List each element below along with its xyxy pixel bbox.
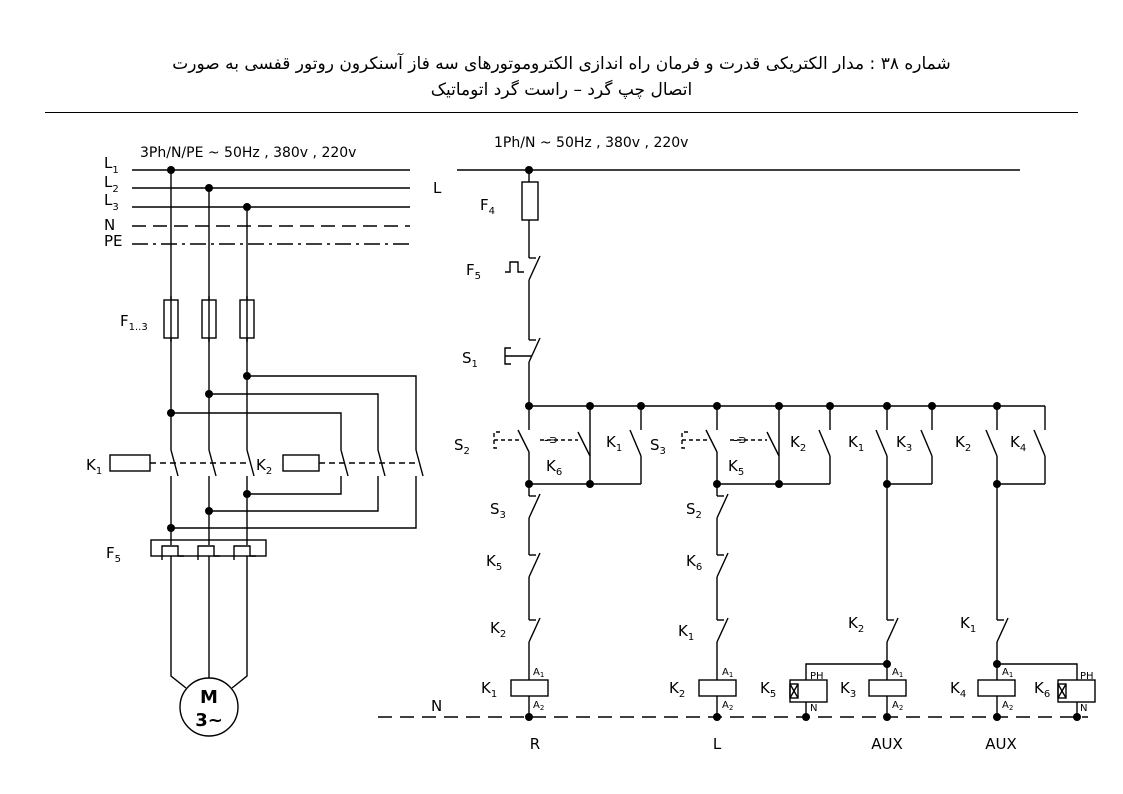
k6-timer [1057, 679, 1096, 703]
k6-nc-label: K6 [686, 552, 702, 573]
bus-l3-label: L3 [104, 191, 119, 213]
k1-coil-symbol [109, 454, 151, 472]
diagram-title-line2: اتصال چپ گرد – راست گرد اتوماتیک [430, 80, 693, 100]
power-supply-label: 3Ph/N/PE ~ 50Hz , 380v , 220v [140, 145, 356, 161]
k3-coil-label: K3 [840, 679, 856, 700]
s2-label-r: S2 [454, 436, 470, 457]
svg-text:N: N [810, 703, 817, 714]
k4-coil [977, 679, 1016, 697]
k5-label-l: K5 [728, 457, 744, 478]
svg-text:A2: A2 [892, 700, 903, 712]
motor-label-3ph: 3~ [195, 710, 223, 731]
motor-symbol [179, 677, 239, 737]
k2-coil [698, 679, 737, 697]
svg-text:A2: A2 [722, 700, 733, 712]
s3-label-l: S3 [650, 436, 666, 457]
k2-power-label: K2 [256, 456, 272, 477]
control-line-n-label: N [431, 697, 442, 715]
title-separator [45, 112, 1078, 113]
svg-text:A1: A1 [722, 667, 733, 679]
k1-coil [510, 679, 549, 697]
k1-coil-label: K1 [481, 679, 497, 700]
s2-label-l: S2 [686, 500, 702, 521]
control-supply-label: 1Ph/N ~ 50Hz , 380v , 220v [494, 135, 688, 151]
control-circuit: 1Ph/N ~ 50Hz , 380v , 220v L F4 F5 S1 [378, 135, 1096, 753]
k3-hold-label: K3 [896, 433, 912, 454]
svg-text:-∍: -∍ [544, 433, 558, 448]
k1-interlock-label: K1 [678, 622, 694, 643]
control-line-l-label: L [433, 179, 442, 197]
overload-label: F5 [106, 544, 121, 565]
svg-text:A1: A1 [892, 667, 903, 679]
k2-hold-label: K2 [790, 433, 806, 454]
fuse-f4 [521, 181, 539, 221]
k4-coil-label: K4 [950, 679, 966, 700]
bus-n-label: N [104, 216, 115, 234]
k2-aux-label: K2 [955, 433, 971, 454]
k5-timer [789, 679, 828, 703]
k2-coil-symbol [282, 454, 320, 472]
bus-l2-label: L2 [104, 173, 119, 195]
power-circuit: 3Ph/N/PE ~ 50Hz , 380v , 220v L1 L2 L3 N… [86, 145, 424, 737]
svg-text:PH: PH [1080, 671, 1094, 682]
k1-aux-label: K1 [848, 433, 864, 454]
k1-power-label: K1 [86, 456, 102, 477]
k2-coil-label: K2 [669, 679, 685, 700]
svg-text:N: N [1080, 703, 1087, 714]
k6-timer-label: K6 [1034, 679, 1050, 700]
svg-text:A2: A2 [1002, 700, 1013, 712]
svg-text:A1: A1 [1002, 667, 1013, 679]
svg-text:A2: A2 [533, 700, 544, 712]
f4-label: F4 [480, 196, 495, 217]
column-label-r: R [530, 735, 540, 753]
k2-interlock-label: K2 [490, 619, 506, 640]
k6-label-r: K6 [546, 457, 562, 478]
column-label-aux2: AUX [985, 735, 1017, 753]
bus-l1-label: L1 [104, 154, 119, 176]
k5-timer-label: K5 [760, 679, 776, 700]
fuse-label: F1..3 [120, 312, 148, 333]
s3-label-r: S3 [490, 500, 506, 521]
motor-label-m: M [200, 687, 218, 708]
k5-nc-label: K5 [486, 552, 502, 573]
k1-hold-label: K1 [606, 433, 622, 454]
svg-text:PH: PH [810, 671, 824, 682]
svg-text:A1: A1 [533, 667, 544, 679]
f5-control-label: F5 [466, 261, 481, 282]
k2-aux-nc-label: K2 [848, 614, 864, 635]
bus-pe-label: PE [104, 232, 123, 250]
k4-hold-label: K4 [1010, 433, 1026, 454]
diagram-title-line1: شماره ۳۸ : مدار الکتریکی قدرت و فرمان را… [172, 54, 951, 74]
column-label-aux1: AUX [871, 735, 903, 753]
k1-aux-nc-label: K1 [960, 614, 976, 635]
k3-coil [868, 679, 907, 697]
column-label-l: L [713, 735, 722, 753]
s1-label: S1 [462, 349, 478, 370]
